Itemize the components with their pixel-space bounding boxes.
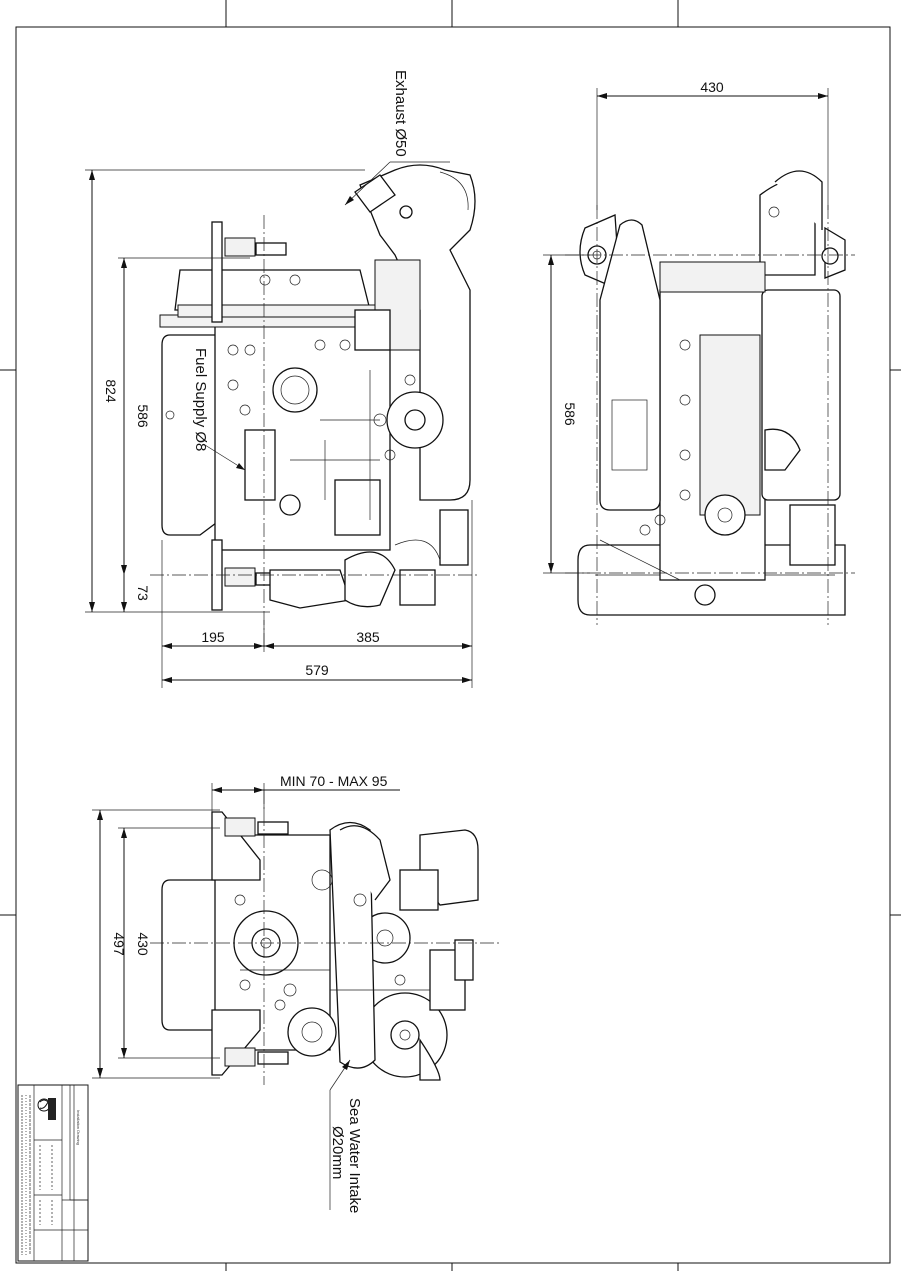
title-block-fine-print (21, 1095, 53, 1255)
fuel-supply-label: Fuel Supply Ø8 (192, 348, 209, 451)
side-view (150, 164, 480, 650)
sea-water-annotation: Sea Water Intake Ø20mm (329, 1059, 363, 1213)
drawing-title: Installation Drawing (76, 1110, 81, 1145)
exhaust-label: Exhaust Ø50 (392, 70, 409, 157)
top-view (150, 790, 500, 1085)
side-view-dimensions: 824 586 73 195 385 579 (85, 169, 473, 688)
dim-497: 497 (111, 932, 127, 956)
dim-73: 73 (135, 585, 151, 601)
mount-range-label: MIN 70 - MAX 95 (280, 773, 388, 789)
dim-586-side: 586 (135, 404, 151, 428)
dim-385: 385 (356, 629, 380, 645)
dim-824: 824 (103, 379, 119, 403)
dim-195: 195 (201, 629, 225, 645)
company-logo (37, 1098, 56, 1120)
dim-430-front: 430 (700, 79, 724, 95)
title-block: Installation Drawing (17, 1084, 89, 1262)
side-view-annotations: Exhaust Ø50 Fuel Supply Ø8 (192, 70, 450, 471)
top-view-dimensions: MIN 70 - MAX 95 497 430 (92, 773, 400, 1079)
dim-586-front: 586 (562, 402, 578, 426)
dim-579: 579 (305, 662, 329, 678)
front-view (565, 170, 855, 625)
dim-430-top: 430 (135, 932, 151, 956)
sea-water-intake-label: Sea Water Intake (346, 1098, 363, 1213)
front-view-dimensions: 430 586 (543, 79, 829, 574)
sea-water-intake-size-label: Ø20mm (329, 1126, 346, 1179)
